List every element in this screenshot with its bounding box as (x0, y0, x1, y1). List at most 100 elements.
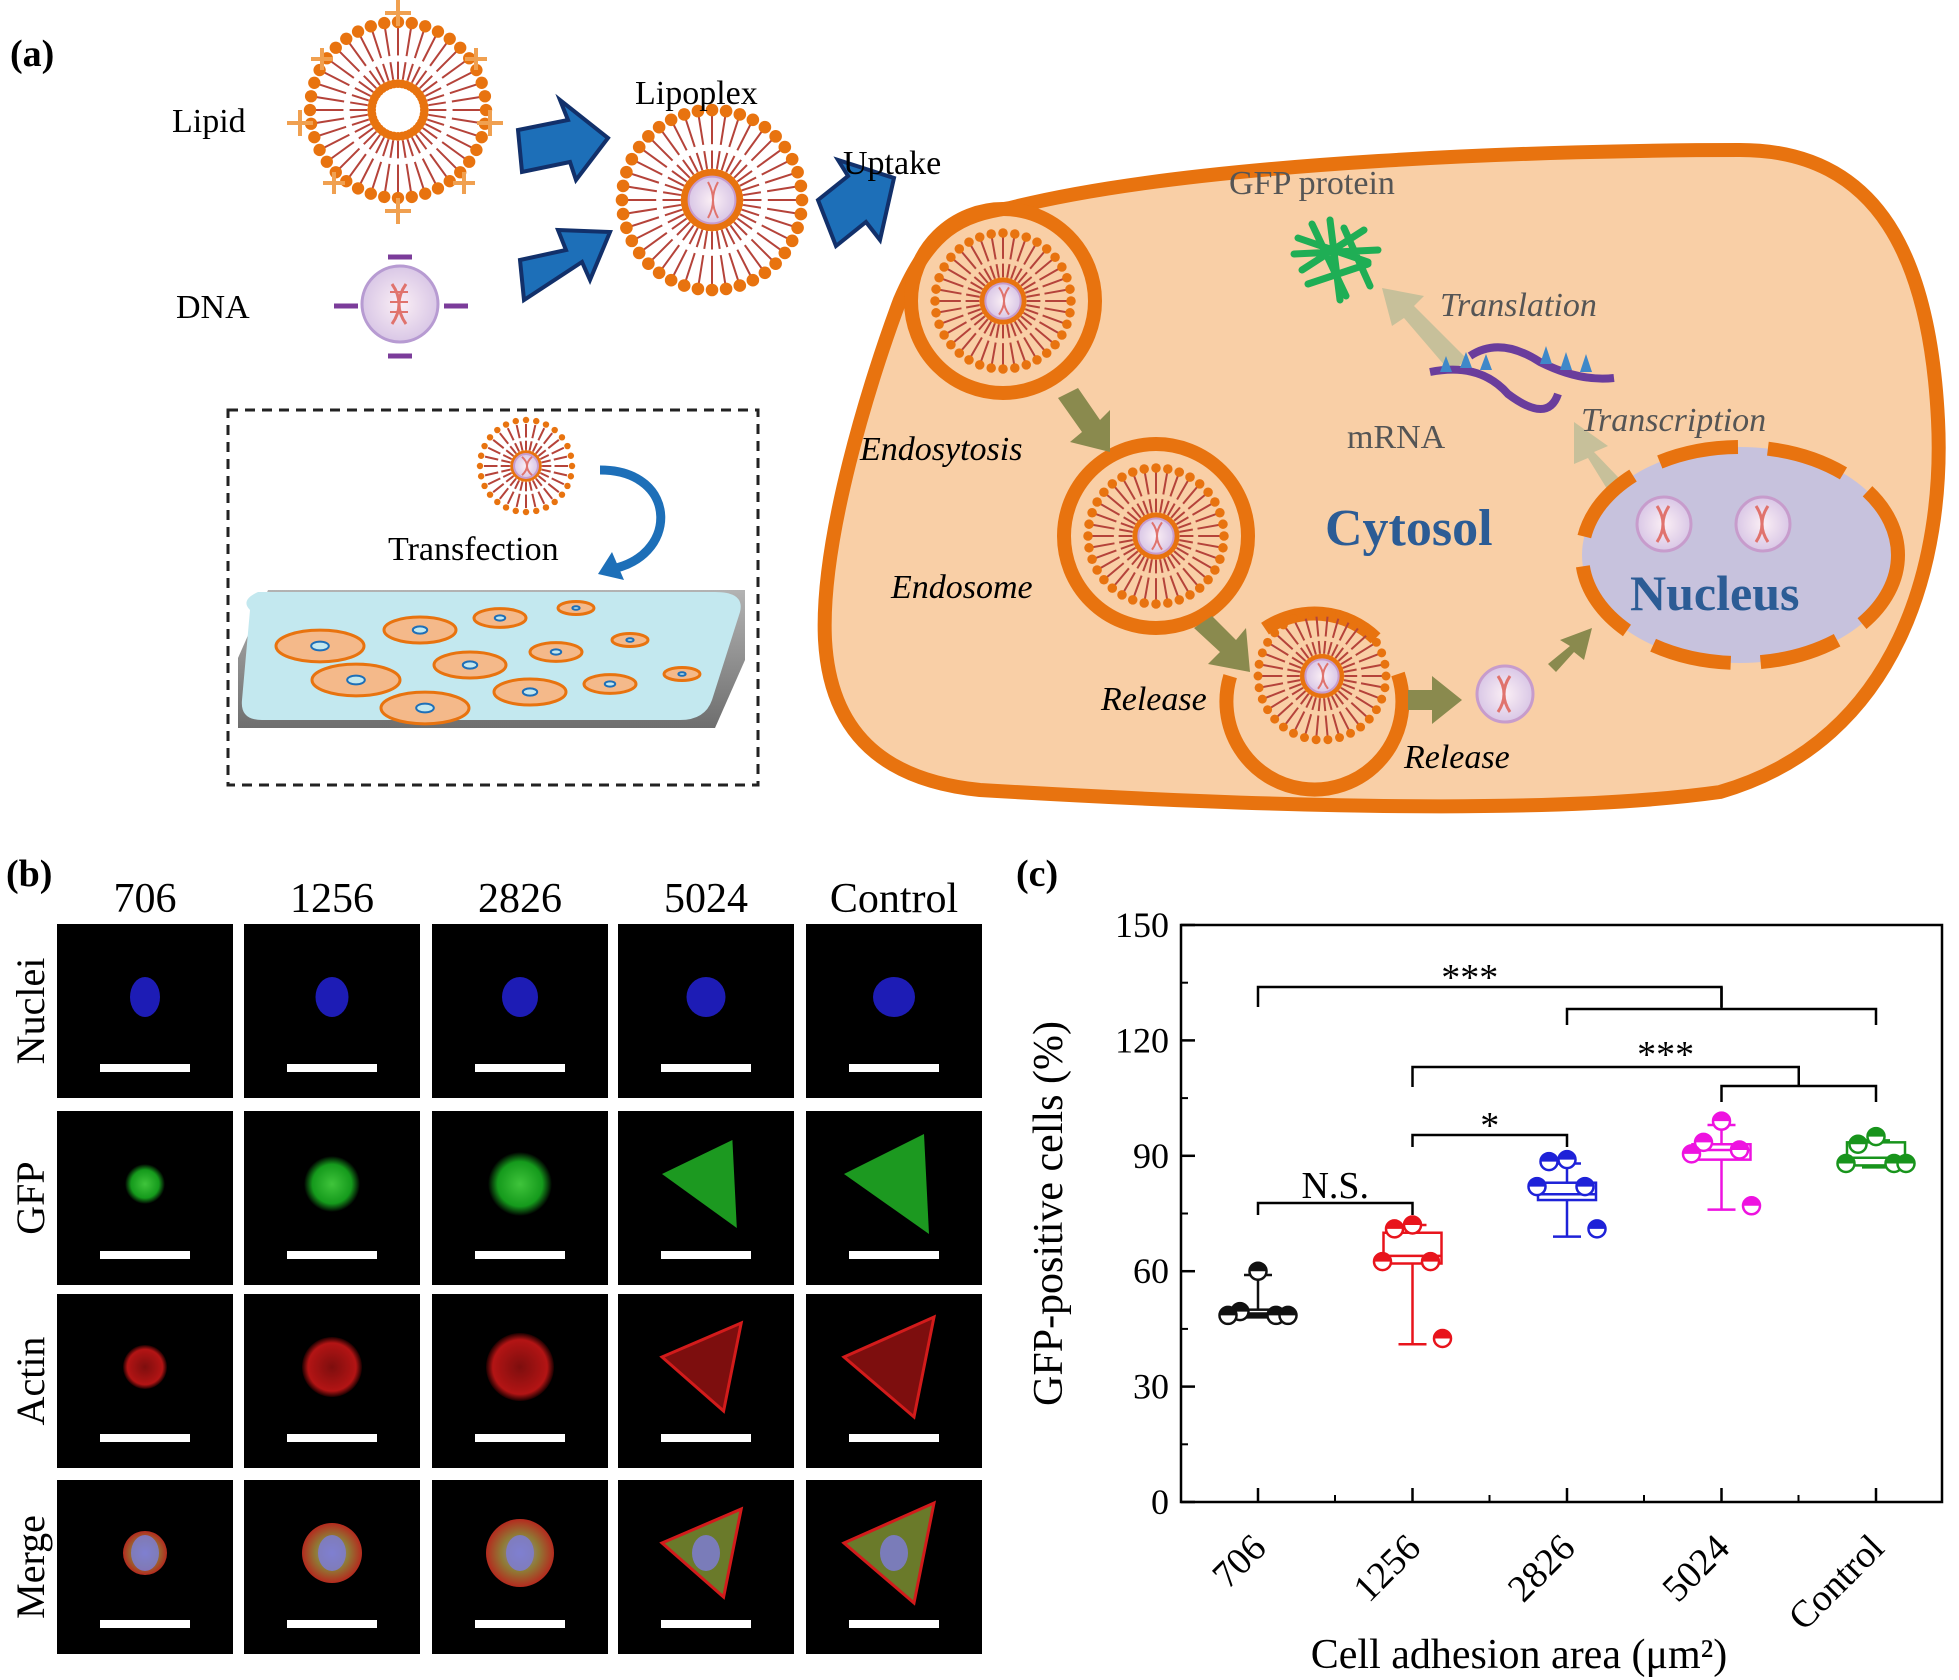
micrograph-tile (57, 924, 233, 1098)
plot-frame (1179, 923, 1944, 1504)
x-tick-label: 706 (1204, 1527, 1274, 1597)
significance-label: *** (1637, 1034, 1694, 1076)
significance-label: * (1480, 1105, 1499, 1147)
y-tick-label: 0 (1151, 1482, 1169, 1522)
scale-bar (849, 1434, 939, 1442)
scale-bar (287, 1064, 377, 1072)
y-tick-label: 30 (1133, 1367, 1169, 1407)
micrograph-tile (618, 924, 794, 1098)
transfection-box (226, 408, 760, 787)
nucleus-label: Nucleus (1630, 565, 1799, 621)
micrograph-tile (618, 1294, 794, 1468)
mrna-label: mRNA (1347, 419, 1446, 456)
y-tick-label: 90 (1133, 1136, 1169, 1176)
scale-bar (661, 1064, 751, 1072)
micrograph-tile (57, 1294, 233, 1468)
significance-bracket (1565, 1007, 1878, 1025)
y-tick-label: 60 (1133, 1251, 1169, 1291)
y-tick-label: 150 (1115, 905, 1169, 945)
scale-bar (287, 1251, 377, 1259)
data-point (1384, 1219, 1405, 1239)
arrow-lipid-to-lipoplex (515, 93, 611, 185)
dna-icon (360, 264, 440, 344)
box-series (1218, 1261, 1298, 1326)
micrograph-tile (806, 1480, 982, 1654)
cytosol-label: Cytosol (1325, 500, 1493, 557)
gfp-protein-label: GFP protein (1229, 165, 1395, 202)
scale-bar (475, 1064, 565, 1072)
micrograph-tile (618, 1480, 794, 1654)
micrograph-tile (244, 1111, 420, 1285)
x-axis-label: Cell adhesion area (μm²) (1311, 1632, 1727, 1678)
scale-bar (100, 1620, 190, 1628)
column-header: 706 (114, 876, 177, 922)
endosome-label: Endosome (890, 569, 1033, 606)
endosome-lipoplex-2 (1083, 463, 1229, 609)
scale-bar (287, 1620, 377, 1628)
release-label-1: Release (1100, 681, 1207, 718)
micrograph-tile (618, 1111, 794, 1285)
scale-bar (849, 1620, 939, 1628)
scale-bar (475, 1620, 565, 1628)
data-point (1432, 1328, 1453, 1349)
endocytosis-label: Endosytosis (859, 431, 1022, 468)
x-tick-label: 5024 (1654, 1527, 1737, 1610)
micrograph-tile (244, 924, 420, 1098)
column-header: 2826 (478, 876, 562, 922)
data-point (1729, 1140, 1750, 1160)
x-tick-label: Control (1781, 1527, 1893, 1639)
lipid-label: Lipid (172, 103, 246, 140)
patterned-cells (274, 600, 702, 726)
data-point (1693, 1132, 1714, 1153)
release-label-2: Release (1403, 739, 1510, 776)
endosome-lipoplex-1 (930, 228, 1076, 374)
data-point (1836, 1153, 1856, 1174)
data-point (1575, 1176, 1595, 1197)
data-point (1527, 1176, 1547, 1197)
panel-a-label: (a) (10, 33, 54, 75)
box-series (1372, 1215, 1453, 1349)
panel-c-label: (c) (1016, 853, 1058, 895)
data-point (1248, 1261, 1268, 1281)
scale-bar (661, 1251, 751, 1259)
x-tick-label: 1256 (1345, 1527, 1428, 1610)
significance-bracket (1411, 1133, 1569, 1147)
micrograph-tile (57, 1111, 233, 1285)
endosome-membrane-2 (1057, 437, 1255, 635)
scale-bar (100, 1251, 190, 1259)
endosome-lipoplex-3 (1253, 607, 1391, 745)
data-point (1218, 1305, 1238, 1326)
arrow-dna-to-lipoplex (517, 227, 613, 304)
scale-bar (849, 1251, 939, 1259)
micrograph-tile (244, 1480, 420, 1654)
data-point (1402, 1215, 1423, 1235)
translation-label: Translation (1440, 287, 1597, 324)
data-point (1557, 1149, 1577, 1170)
data-point (1278, 1305, 1298, 1326)
scale-bar (661, 1434, 751, 1442)
data-point (1866, 1126, 1886, 1147)
micrograph-tile (57, 1480, 233, 1654)
data-point (1587, 1219, 1607, 1239)
scale-bar (475, 1251, 565, 1259)
scale-bar (475, 1434, 565, 1442)
micrograph-tile (244, 1294, 420, 1468)
box-series (1681, 1111, 1762, 1216)
transfection-curved-arrow (599, 465, 666, 575)
scale-bar (661, 1620, 751, 1628)
scale-bar (287, 1434, 377, 1442)
y-tick-label: 120 (1115, 1020, 1169, 1060)
nuclear-envelope (1575, 440, 1905, 670)
micrograph-tile (432, 1294, 608, 1468)
row-header: Merge (8, 1515, 53, 1619)
released-dna-icon (1475, 664, 1535, 724)
scale-bar (100, 1064, 190, 1072)
micrograph-tile (806, 1111, 982, 1285)
row-header: Nuclei (8, 958, 53, 1065)
data-point (1896, 1153, 1916, 1174)
data-point (1741, 1196, 1762, 1216)
box-series (1527, 1149, 1607, 1239)
data-point (1681, 1144, 1702, 1164)
